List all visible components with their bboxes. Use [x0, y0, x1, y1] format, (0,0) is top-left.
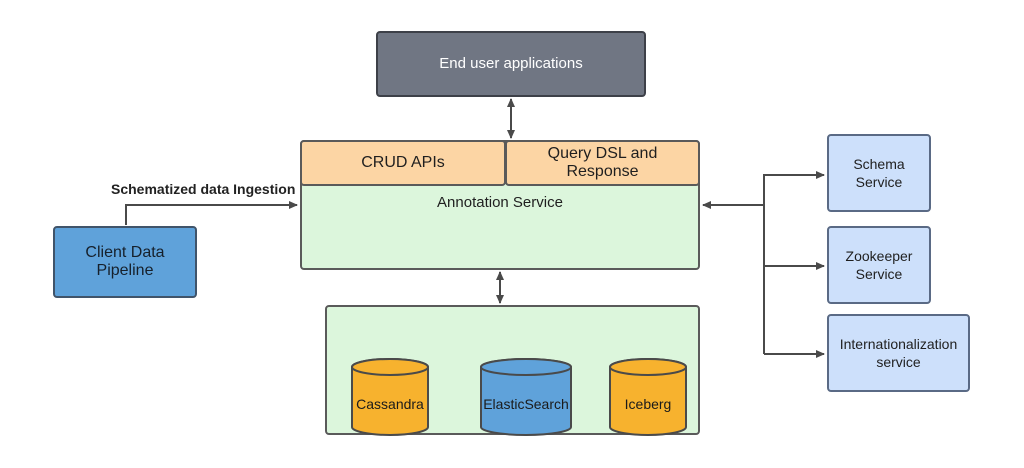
- schema-service-box: Schema Service: [827, 134, 931, 212]
- schema-service-label: Schema Service: [853, 156, 905, 190]
- cassandra-database: Cassandra: [351, 358, 429, 436]
- crud-apis-box: CRUD APIs: [300, 140, 506, 186]
- bus-schema-connector: [763, 171, 825, 205]
- elasticsearch-label: ElasticSearch: [483, 396, 569, 412]
- query-dsl-label: Query DSL and Response: [547, 145, 658, 180]
- annotation-service-label: Annotation Service: [437, 194, 563, 211]
- ingestion-connector: [125, 201, 298, 225]
- cassandra-label: Cassandra: [356, 396, 424, 412]
- zookeeper-service-box: Zookeeper Service: [827, 226, 931, 304]
- iceberg-database: Iceberg: [609, 358, 687, 436]
- elasticsearch-database: ElasticSearch: [480, 358, 572, 436]
- client-data-pipeline-box: Client Data Pipeline: [53, 226, 197, 298]
- client-data-pipeline-label: Client Data Pipeline: [85, 244, 165, 279]
- zookeeper-service-label: Zookeeper Service: [845, 248, 913, 282]
- internationalization-service-box: Internationalization service: [827, 314, 970, 392]
- end-user-applications-box: End user applications: [376, 31, 646, 97]
- crud-apis-label: CRUD APIs: [361, 154, 445, 171]
- internationalization-service-label: Internationalization service: [839, 336, 958, 370]
- iceberg-label: Iceberg: [625, 396, 672, 412]
- ingestion-edge-label: Schematized data Ingestion: [111, 181, 296, 197]
- query-dsl-box: Query DSL and Response: [505, 140, 700, 186]
- end-user-applications-label: End user applications: [439, 55, 583, 72]
